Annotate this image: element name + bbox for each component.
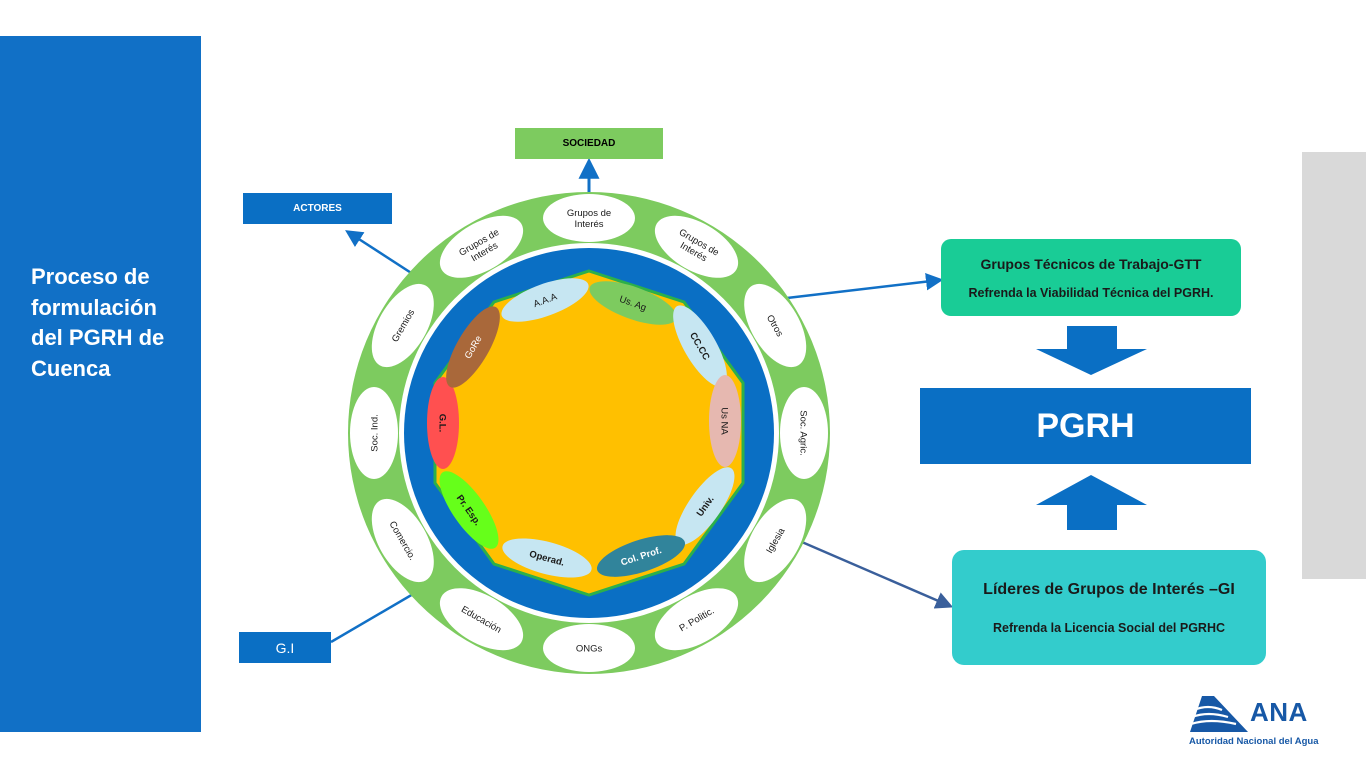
inner-actor-ellipse (427, 377, 459, 469)
outer-stakeholder-ellipse (439, 588, 524, 651)
actores-box: ACTORES (243, 193, 392, 224)
inner-actor-ellipse (596, 535, 686, 577)
outer-stakeholder-label: Soc. Ind. (369, 414, 380, 452)
inner-actor-ellipse (502, 538, 592, 578)
gtt-title: Grupos Técnicos de Trabajo-GTT (980, 255, 1202, 272)
outer-stakeholder-ellipse (654, 215, 739, 278)
right-gray-strip (1302, 152, 1366, 579)
outer-stakeholder-ellipse (744, 283, 807, 368)
outer-stakeholder-ellipse (371, 283, 434, 368)
gtt-subtitle: Refrenda la Viabilidad Técnica del PGRH. (968, 285, 1214, 300)
arrow-to-gtt (769, 272, 944, 302)
up-block-arrow (1036, 475, 1147, 530)
lideres-title: Líderes de Grupos de Interés –GI (983, 580, 1235, 598)
inner-actor-ellipse (673, 305, 727, 387)
outer-stakeholder-ellipse (371, 498, 434, 583)
logo-name: ANA (1250, 697, 1308, 727)
sidebar-panel (0, 36, 201, 732)
inner-actor-label: G.L. (437, 414, 448, 432)
outer-stakeholder-ellipse (744, 498, 807, 583)
logo-subtitle: Autoridad Nacional del Agua (1189, 736, 1319, 747)
sidebar-title: Proceso de formulación del PGRH de Cuenc… (31, 264, 165, 381)
outer-stakeholder-ellipse (543, 624, 635, 672)
ana-logo-icon (1190, 696, 1248, 732)
down-block-arrow (1036, 326, 1147, 375)
gtt-box: Grupos Técnicos de Trabajo-GTT Refrenda … (941, 239, 1241, 316)
outer-stakeholder-ellipse (543, 194, 635, 242)
outer-stakeholder-ellipse (439, 215, 524, 278)
lideres-box: Líderes de Grupos de Interés –GI Refrend… (952, 550, 1266, 665)
outer-stakeholder-label: ONGs (576, 643, 603, 654)
inner-actor-ellipse (446, 306, 500, 388)
pgrh-box: PGRH (920, 388, 1251, 464)
lideres-subtitle: Refrenda la Licencia Social del PGRHC (992, 620, 1226, 635)
outer-stakeholder-ellipse (654, 588, 739, 651)
inner-actor-ellipse (589, 281, 677, 325)
outer-stakeholder-ellipse (780, 387, 828, 479)
inner-actor-ellipse (709, 375, 741, 467)
outer-stakeholder-ellipse (350, 387, 398, 479)
arrow-to-lideres (787, 534, 954, 609)
sociedad-box: SOCIEDAD (515, 128, 663, 159)
inner-actor-label: Us NA (719, 407, 730, 435)
gi-box: G.I (239, 632, 331, 663)
outer-stakeholder-label: Soc. Agric. (798, 410, 809, 455)
inner-actor-ellipse (439, 471, 499, 549)
inner-actor-ellipse (501, 278, 589, 322)
inner-actor-ellipse (675, 467, 735, 545)
